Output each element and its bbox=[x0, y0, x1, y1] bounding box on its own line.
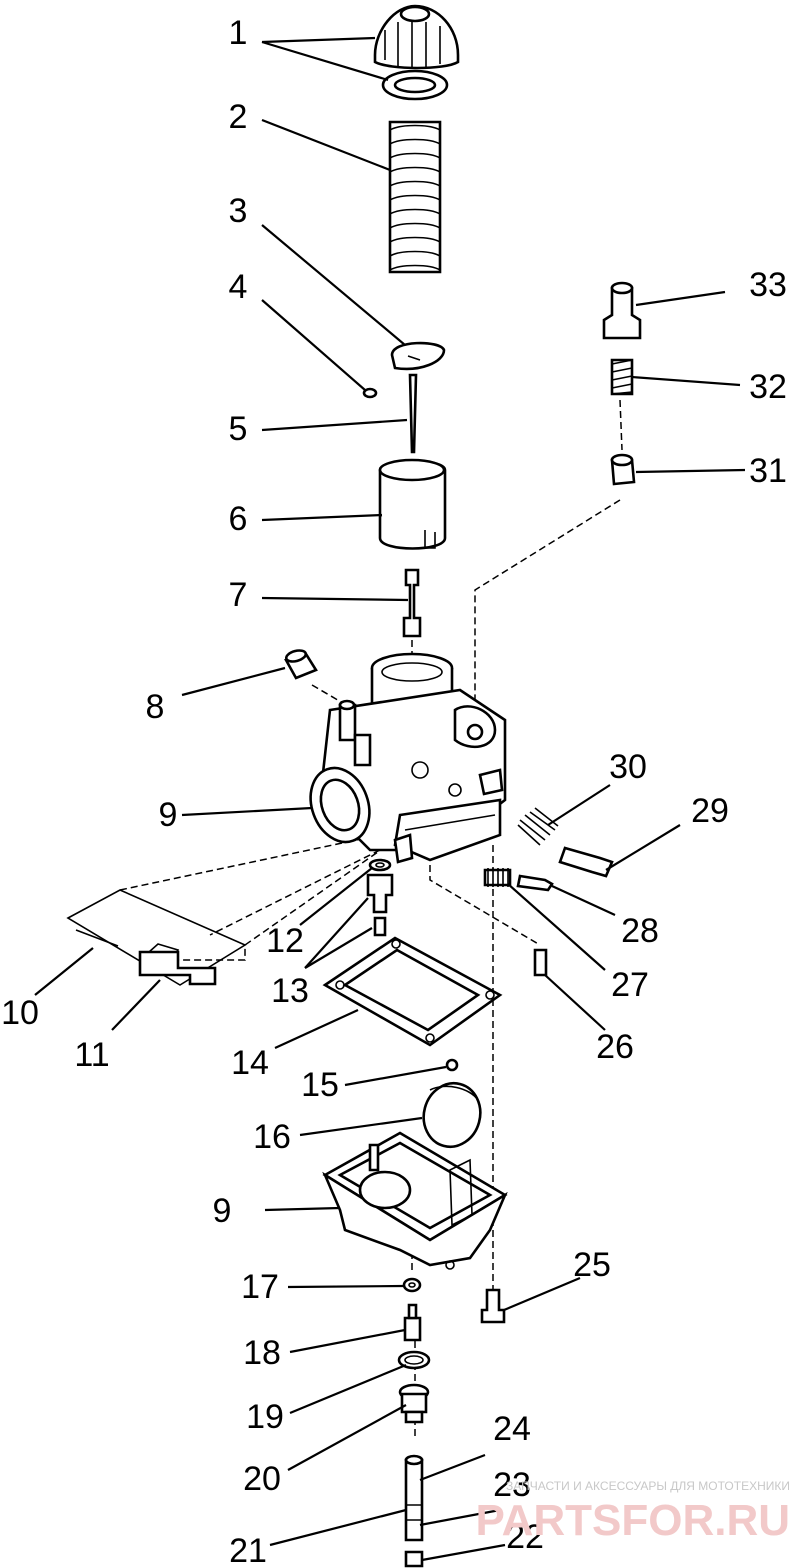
label-20: 20 bbox=[243, 1460, 281, 1498]
part-15-check-ball bbox=[445, 1058, 459, 1072]
label-21: 21 bbox=[229, 1532, 267, 1568]
label-22: 22 bbox=[506, 1518, 544, 1556]
part-25-bolt bbox=[480, 1288, 506, 1324]
label-16: 16 bbox=[253, 1118, 291, 1156]
label-8: 8 bbox=[146, 688, 165, 726]
label-12: 12 bbox=[266, 922, 304, 960]
part-5-needle bbox=[408, 373, 418, 454]
part-20-plug bbox=[398, 1383, 430, 1424]
label-30: 30 bbox=[609, 748, 647, 786]
part-14-bowl-gasket bbox=[322, 936, 503, 1047]
part-32-spring bbox=[610, 358, 634, 396]
label-32: 32 bbox=[749, 368, 787, 406]
label-27: 27 bbox=[611, 966, 649, 1004]
part-11-fuel-fitting bbox=[138, 950, 217, 986]
assembly-dashed-lines bbox=[119, 399, 623, 1440]
label-29: 29 bbox=[691, 792, 729, 830]
part-21-tube bbox=[404, 1454, 424, 1542]
part-18-screw bbox=[403, 1303, 422, 1342]
part-17-washer bbox=[402, 1277, 422, 1293]
label-1: 1 bbox=[229, 14, 248, 52]
part-6-slide bbox=[378, 458, 447, 550]
part-27-spring bbox=[483, 868, 512, 887]
part-8-plug bbox=[284, 649, 318, 680]
part-9-carburetor-body bbox=[309, 652, 507, 864]
label-24: 24 bbox=[493, 1410, 531, 1448]
part-28-screw bbox=[516, 874, 554, 892]
label-17: 17 bbox=[241, 1268, 279, 1306]
label-9-body: 9 bbox=[159, 796, 178, 834]
part-30-spring bbox=[517, 807, 559, 846]
label-26: 26 bbox=[596, 1028, 634, 1066]
part-4-clip bbox=[362, 387, 378, 399]
label-9-bowl: 9 bbox=[213, 1192, 232, 1230]
part-19-o-ring bbox=[397, 1350, 431, 1370]
part-1-cap bbox=[373, 4, 460, 101]
label-25: 25 bbox=[573, 1246, 611, 1284]
label-4: 4 bbox=[229, 268, 248, 306]
part-3-plate bbox=[390, 341, 446, 371]
part-22-cap bbox=[404, 1550, 424, 1568]
part-16-float bbox=[422, 1081, 482, 1149]
part-31-plunger bbox=[610, 453, 636, 486]
watermark: ЗАПЧАСТИ И АКСЕССУАРЫ ДЛЯ МОТОТЕХНИКИ PA… bbox=[475, 1479, 790, 1545]
label-11: 11 bbox=[74, 1036, 109, 1074]
leader-lines bbox=[34, 36, 746, 1562]
label-13: 13 bbox=[271, 972, 309, 1010]
part-13-jets bbox=[366, 873, 394, 937]
label-23: 23 bbox=[493, 1466, 531, 1504]
label-5: 5 bbox=[229, 410, 248, 448]
label-31: 31 bbox=[749, 452, 787, 490]
label-7: 7 bbox=[229, 576, 248, 614]
part-12-washer bbox=[368, 858, 392, 872]
part-9-float-bowl bbox=[322, 1131, 508, 1270]
part-29-idle-screw bbox=[558, 846, 614, 878]
label-14: 14 bbox=[231, 1044, 269, 1082]
watermark-tagline: ЗАПЧАСТИ И АКСЕССУАРЫ ДЛЯ МОТОТЕХНИКИ bbox=[506, 1479, 790, 1493]
label-28: 28 bbox=[621, 912, 659, 950]
label-18: 18 bbox=[243, 1334, 281, 1372]
label-6: 6 bbox=[229, 500, 248, 538]
label-19: 19 bbox=[246, 1398, 284, 1436]
part-33-nut bbox=[602, 281, 642, 340]
label-33: 33 bbox=[749, 266, 787, 304]
label-3: 3 bbox=[229, 192, 248, 230]
part-26-screw bbox=[533, 948, 548, 977]
part-number-labels: 1 2 3 4 5 6 7 8 9 9 10 11 12 13 14 15 16… bbox=[1, 14, 787, 1568]
part-2-spring bbox=[388, 120, 442, 274]
label-10: 10 bbox=[1, 994, 39, 1032]
part-7-needle-jet bbox=[402, 568, 422, 638]
label-15: 15 bbox=[301, 1066, 339, 1104]
label-2: 2 bbox=[229, 98, 248, 136]
watermark-logo: PARTSFOR.RU bbox=[475, 1496, 790, 1545]
